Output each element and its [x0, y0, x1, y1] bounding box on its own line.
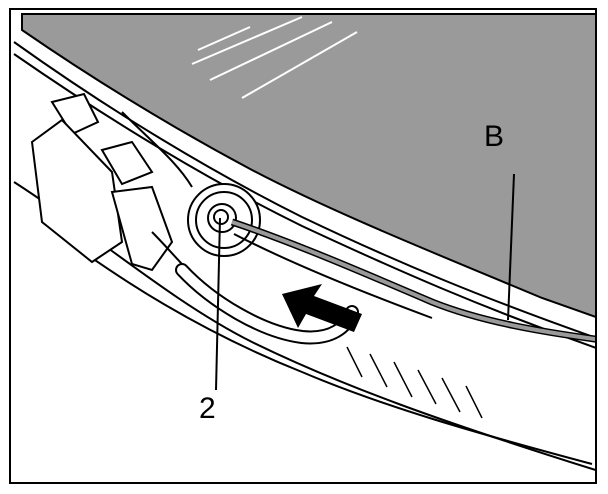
- mounting-bracket: [30, 92, 203, 283]
- panel-hatching: [346, 346, 483, 419]
- diagram-frame: [9, 8, 597, 484]
- callout-b: B: [484, 120, 505, 153]
- illustration: [13, 13, 595, 471]
- callout-2: 2: [199, 392, 216, 425]
- grommet: [187, 183, 261, 257]
- leader-line-2: [215, 217, 221, 391]
- cable-b: [230, 218, 595, 343]
- glass-reflection: [191, 16, 358, 99]
- windshield-glass: [21, 13, 595, 318]
- leader-line-b: [507, 173, 515, 321]
- direction-arrow: [282, 284, 362, 332]
